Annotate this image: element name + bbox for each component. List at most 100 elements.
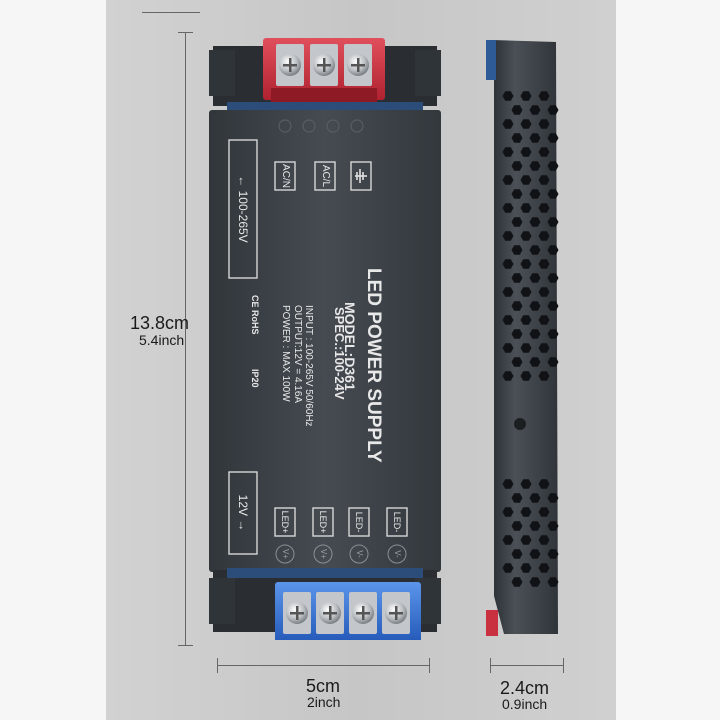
input-terminal-base: [271, 88, 377, 102]
vent-hole: [547, 549, 559, 559]
vent-hole: [502, 231, 514, 241]
vent-hole: [520, 231, 532, 241]
output-mark-1: V+: [281, 548, 290, 559]
depth-dimension-left-tick: [490, 658, 491, 673]
power-spec-label: POWER : MAX 100W: [280, 305, 291, 402]
output-voltage-label: 12V →: [236, 494, 250, 532]
vent-hole: [529, 217, 541, 227]
vent-hole: [538, 315, 550, 325]
input-range-frame: [228, 139, 258, 279]
width-dimension-right-tick: [429, 658, 430, 673]
vent-hole: [511, 577, 523, 587]
width-dimension-left-tick: [217, 658, 218, 673]
output-terminal-label-3: LED-: [354, 511, 364, 533]
vent-hole: [520, 119, 532, 129]
ground-terminal-frame: [350, 161, 372, 191]
output-terminal-label-4: LED-: [392, 511, 402, 533]
top-reference-line: [142, 12, 200, 13]
output-mark-circle: [275, 544, 295, 564]
vent-hole: [547, 493, 559, 503]
top-seal-strip: [227, 102, 423, 112]
vent-hole: [502, 91, 514, 101]
vent-hole: [547, 161, 559, 171]
housing: [209, 110, 441, 572]
vent-hole: [538, 479, 550, 489]
vent-hole: [520, 259, 532, 269]
vent-hole: [529, 521, 541, 531]
vent-hole: [511, 301, 523, 311]
vent-hole: [529, 329, 541, 339]
vent-hole: [502, 287, 514, 297]
vent-hole: [502, 535, 514, 545]
output-terminal-frame-1: [274, 507, 296, 537]
ip-rating-label: IP20: [250, 369, 260, 388]
vent-hole: [502, 147, 514, 157]
input-terminal-frame-2: [314, 161, 336, 191]
vent-hole: [547, 189, 559, 199]
screw-icon: [316, 592, 344, 634]
depth-inch-label: 0.9inch: [502, 696, 548, 712]
vent-hole: [529, 493, 541, 503]
vent-hole: [511, 189, 523, 199]
vent-hole: [529, 189, 541, 199]
width-dimension-line: [217, 665, 429, 666]
vent-hole: [511, 329, 523, 339]
vent-hole: [511, 493, 523, 503]
vent-hole: [547, 217, 559, 227]
vent-hole: [538, 259, 550, 269]
vent-hole: [520, 343, 532, 353]
width-cm-label: 5cm: [306, 676, 341, 696]
vent-hole: [547, 329, 559, 339]
vent-hole: [502, 259, 514, 269]
vent-hole: [511, 273, 523, 283]
vent-hole: [538, 203, 550, 213]
vent-hole: [511, 217, 523, 227]
vent-hole: [547, 273, 559, 283]
top-right-mount-tab: [415, 50, 441, 96]
vent-hole: [529, 161, 541, 171]
side-mount-screw: [514, 418, 526, 430]
vent-hole: [538, 231, 550, 241]
vent-hole: [520, 175, 532, 185]
screw-icon: [276, 44, 304, 86]
vent-hole: [538, 371, 550, 381]
vent-hole: [511, 245, 523, 255]
input-terminal-label-l: AC/L: [320, 164, 331, 188]
height-inch-label: 5.4inch: [139, 332, 185, 348]
input-terminal-label-n: AC/N: [280, 164, 291, 188]
output-mark-4: V-: [393, 550, 402, 558]
screw-icon: [283, 592, 311, 634]
cert-label: CE RoHS: [250, 295, 260, 335]
vent-hole: [502, 563, 514, 573]
vent-hole: [538, 287, 550, 297]
vent-hole: [502, 479, 514, 489]
power-supply-front-drawing: [209, 38, 441, 644]
bottom-seal-strip: [227, 568, 423, 578]
vent-hole: [520, 315, 532, 325]
side-bottom-cap: [486, 610, 498, 636]
output-terminal-frame-3: [348, 507, 370, 537]
vent-hole: [511, 521, 523, 531]
vent-hole: [529, 273, 541, 283]
width-inch-label: 2inch: [307, 694, 341, 710]
depth-cm-label: 2.4cm: [500, 678, 550, 698]
vent-hole: [529, 301, 541, 311]
vent-hole: [520, 203, 532, 213]
depth-dimension-right-tick: [563, 658, 564, 673]
vent-hole: [511, 133, 523, 143]
vent-hole: [529, 133, 541, 143]
vent-hole: [520, 563, 532, 573]
vent-hole: [502, 343, 514, 353]
vent-hole: [520, 91, 532, 101]
vent-hole: [538, 507, 550, 517]
screw-icon: [349, 592, 377, 634]
vent-hole: [502, 175, 514, 185]
vent-hole: [547, 245, 559, 255]
vent-hole: [529, 577, 541, 587]
depth-dimension-line: [490, 665, 564, 666]
power-supply-side: [484, 36, 564, 640]
vent-hole: [520, 507, 532, 517]
vent-hole: [529, 357, 541, 367]
output-terminal-frame-4: [386, 507, 408, 537]
